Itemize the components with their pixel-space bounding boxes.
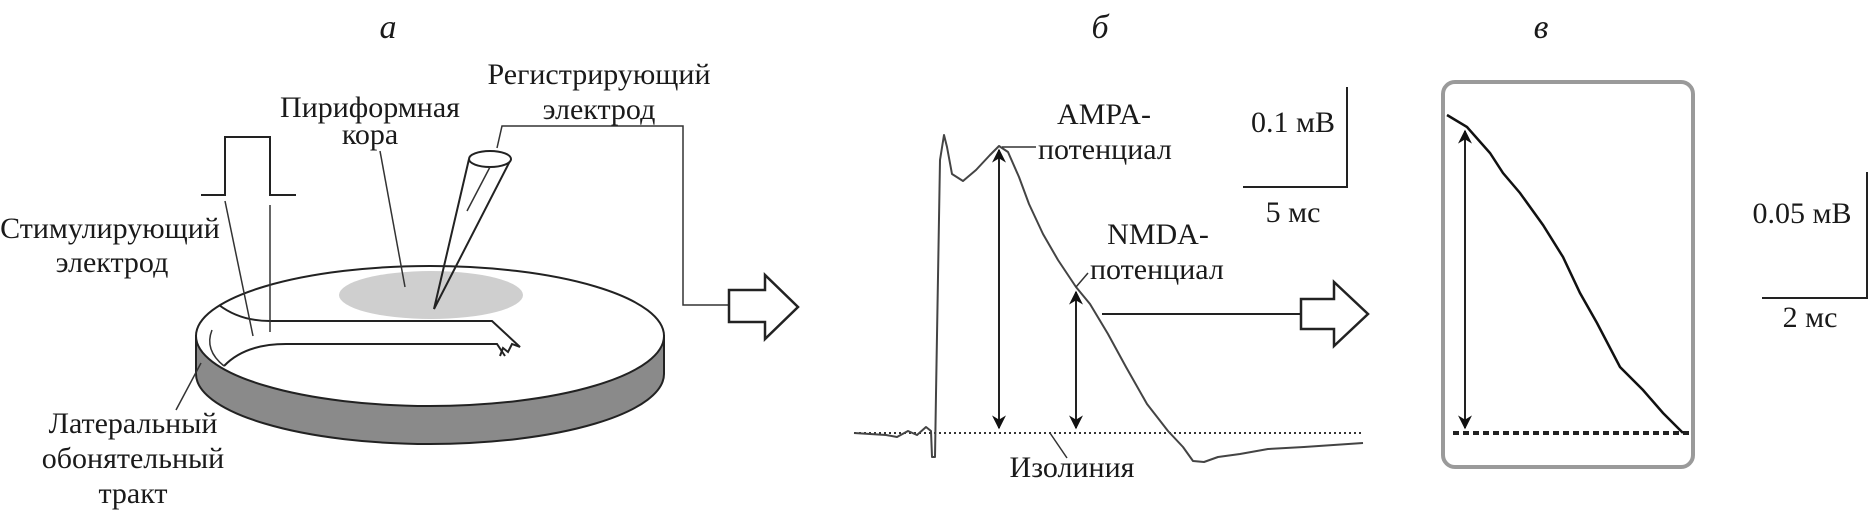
label-nmda-1: NMDA- — [1107, 218, 1209, 251]
scale-label-voltage-b: 0.1 мВ — [1251, 106, 1335, 139]
recording-wire — [496, 125, 729, 306]
stim-wire-1 — [224, 200, 254, 337]
label-stimulating-2: электрод — [56, 246, 169, 279]
label-tract-3: тракт — [98, 477, 167, 510]
recording-electrode — [433, 125, 800, 342]
label-tract-2: обонятельный — [42, 442, 224, 475]
pipette-top — [468, 150, 512, 168]
isoline-leader — [1049, 432, 1068, 459]
label-recording-1: Регистрирующий — [487, 58, 710, 91]
nmda-trace-zoomed — [1446, 113, 1684, 434]
stimulus-pulse-icon — [201, 136, 296, 196]
tract-lower-edge — [223, 343, 506, 367]
panel-b: б AMPA- потенциал NMDA- потенциал Изолин… — [853, 9, 1370, 484]
scale-label-time-b: 5 мс — [1266, 196, 1321, 229]
label-nmda-2: потенциал — [1090, 253, 1224, 286]
piriform-cortex-area — [339, 271, 523, 319]
tract-upper-edge — [218, 304, 521, 357]
label-piriform-1: Пириформная — [280, 91, 460, 124]
panel-letter-b: б — [1091, 9, 1110, 46]
label-stimulating-1: Стимулирующий — [0, 212, 220, 245]
piriform-leader — [379, 150, 406, 288]
panel-c: в 0.05 мВ 2 мс — [1441, 9, 1868, 469]
zoom-frame — [1441, 80, 1695, 469]
panel-a: а Пириформная кора Регистрирую — [0, 9, 800, 510]
scale-label-voltage-c: 0.05 мВ — [1753, 197, 1852, 230]
nmda-leader — [1075, 272, 1089, 288]
scale-bar-c — [1762, 172, 1868, 299]
label-ampa-1: AMPA- — [1057, 98, 1151, 131]
scale-label-time-c: 2 мс — [1783, 301, 1838, 334]
label-piriform-2: кора — [342, 118, 398, 151]
scale-bar-b — [1243, 87, 1348, 188]
panel-letter-c: в — [1534, 9, 1549, 46]
label-isoline: Изолиния — [1010, 451, 1135, 484]
label-ampa-2: потенциал — [1038, 133, 1172, 166]
pipette-body — [433, 158, 512, 310]
label-recording-2: электрод — [543, 93, 656, 126]
tract-inner-arc — [209, 329, 225, 367]
panel-letter-a: а — [380, 9, 397, 46]
output-arrow-icon — [727, 272, 800, 342]
tract-leader — [175, 362, 202, 411]
label-tract-1: Латеральный — [49, 407, 218, 440]
pipette-inner-wire — [466, 166, 491, 212]
stimulating-electrode — [201, 136, 296, 337]
zoom-arrow-icon — [1299, 279, 1370, 349]
brain-slice — [195, 265, 665, 445]
slice-top — [195, 265, 665, 407]
field-potential-trace — [853, 134, 1364, 463]
